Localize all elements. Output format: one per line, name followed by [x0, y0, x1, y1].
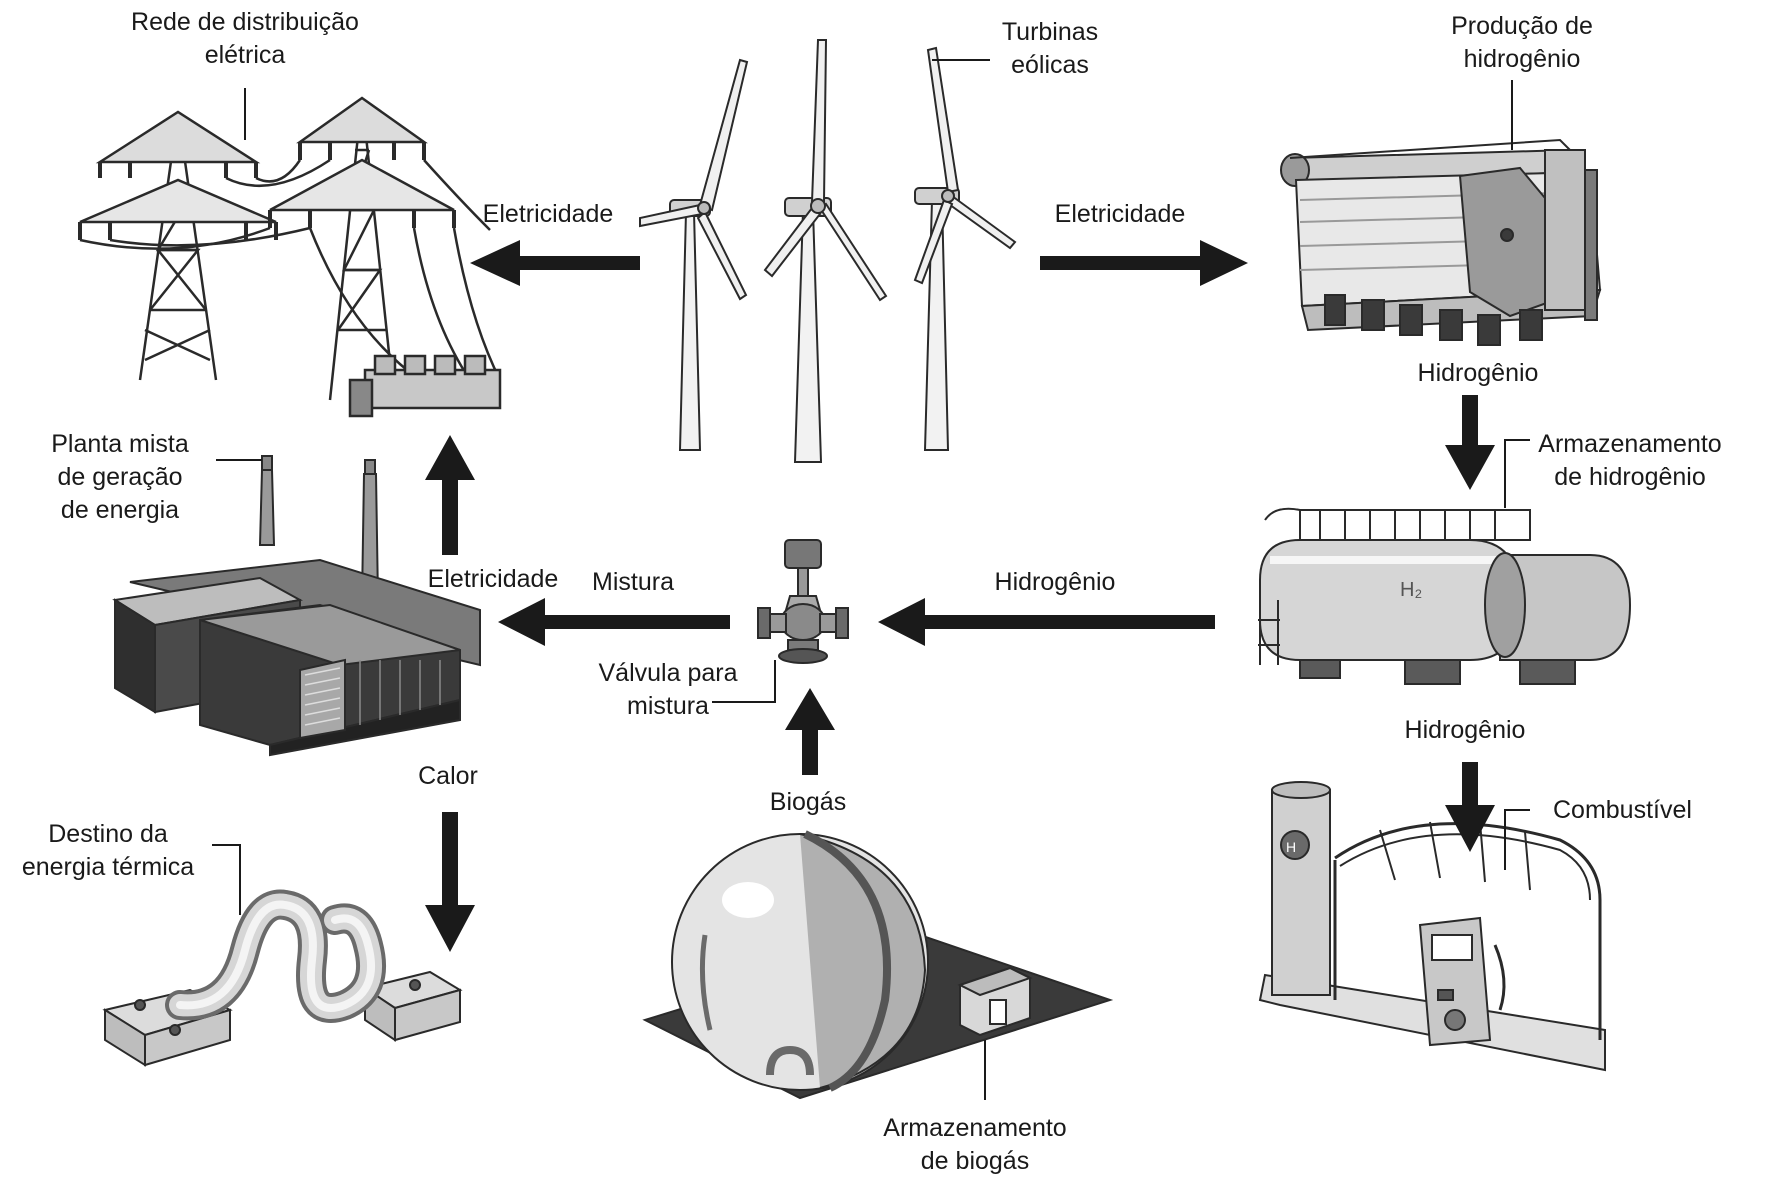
fuel-label: Combustível [1553, 794, 1692, 827]
chp-plant-label-line-1: Planta mista [51, 430, 189, 458]
wind-turbines-icon [639, 39, 1017, 463]
wind-turbines-label-line-2: eólicas [1011, 51, 1089, 79]
electrolyzer-icon [1280, 138, 1602, 346]
flow-label-wind-to-h2: Eletricidade [1054, 200, 1186, 228]
valve-leader-line [712, 660, 776, 703]
biogas-storage-label-line-1: Armazenamento [883, 1114, 1067, 1142]
chp-plant-label: Planta mista de geração de energia [51, 428, 189, 527]
mixing-valve-label: Válvula para mistura [599, 657, 738, 723]
arrow-storage-to-valve [878, 598, 1215, 646]
wind-turbines-label-line-1: Turbinas [1001, 18, 1099, 46]
fuel-station-icon: H [1258, 781, 1606, 1072]
chp-plant-icon [112, 455, 481, 757]
flow-label-biogas-to-valve: Biogás [769, 788, 847, 816]
flow-label-plant-to-heat: Calor [418, 762, 478, 790]
arrow-wind-to-grid [470, 240, 640, 286]
arrow-valve-to-plant [498, 598, 730, 646]
flow-label-plant-to-grid: Eletricidade [427, 565, 559, 593]
hydrogen-storage-label-line-1: Armazenamento [1538, 430, 1722, 458]
hydrogen-production-label-line-2: hidrogênio [1463, 45, 1581, 73]
hydrogen-tanks-icon: H₂ [1258, 507, 1632, 685]
wind-turbines-label: Turbinas eólicas [1002, 16, 1098, 82]
mixing-valve-label-line-2: mistura [627, 692, 709, 720]
arrow-plant-to-heat [425, 812, 475, 952]
power-grid-label-line-2: elétrica [204, 41, 286, 69]
arrow-biogas-to-valve [785, 688, 835, 775]
arrow-storage-to-fuel [1445, 762, 1495, 852]
mixing-valve-icon [757, 539, 849, 664]
mixing-valve-label-line-1: Válvula para [598, 659, 738, 687]
heat-pipes-icon [102, 889, 463, 1067]
fuel-leader-line [1504, 809, 1530, 870]
arrow-plant-to-grid [425, 435, 475, 555]
power-grid-label-line-1: Rede de distribuição [131, 8, 359, 36]
chp-plant-label-line-3: de energia [60, 496, 180, 524]
svg-text:H₂: H₂ [1400, 579, 1422, 601]
hydrogen-production-label: Produção de hidrogênio [1451, 10, 1593, 76]
fuel-label-line-1: Combustível [1553, 796, 1692, 824]
power-grid-icon [78, 96, 502, 418]
hydrogen-storage-label-line-2: de hidrogênio [1554, 463, 1706, 491]
heat-destination-label-line-2: energia térmica [21, 853, 195, 881]
flow-label-wind-to-grid: Eletricidade [482, 200, 614, 228]
biogas-storage-icon [642, 830, 1114, 1100]
heat-destination-label-line-1: Destino da [48, 820, 168, 848]
flow-label-valve-to-plant: Mistura [592, 568, 674, 596]
hydrogen-production-label-line-1: Produção de [1451, 12, 1593, 40]
arrow-h2-to-storage [1445, 395, 1495, 490]
biogas-storage-label: Armazenamento de biogás [883, 1112, 1066, 1178]
heat-destination-label: Destino da energia térmica [22, 818, 194, 884]
flow-label-storage-to-fuel: Hidrogênio [1404, 716, 1526, 744]
biogas-storage-label-line-2: de biogás [920, 1147, 1030, 1175]
flow-label-h2-to-storage: Hidrogênio [1417, 359, 1539, 387]
flow-label-storage-to-valve: Hidrogênio [994, 568, 1116, 596]
hydrogen-storage-label: Armazenamento de hidrogênio [1538, 428, 1721, 494]
power-grid-label: Rede de distribuição elétrica [131, 6, 359, 72]
heat-leader-line [212, 844, 241, 915]
arrow-wind-to-h2 [1040, 240, 1248, 286]
svg-text:H: H [1286, 839, 1296, 855]
h2-storage-leader-line [1504, 439, 1530, 508]
chp-plant-label-line-2: de geração [57, 463, 183, 491]
